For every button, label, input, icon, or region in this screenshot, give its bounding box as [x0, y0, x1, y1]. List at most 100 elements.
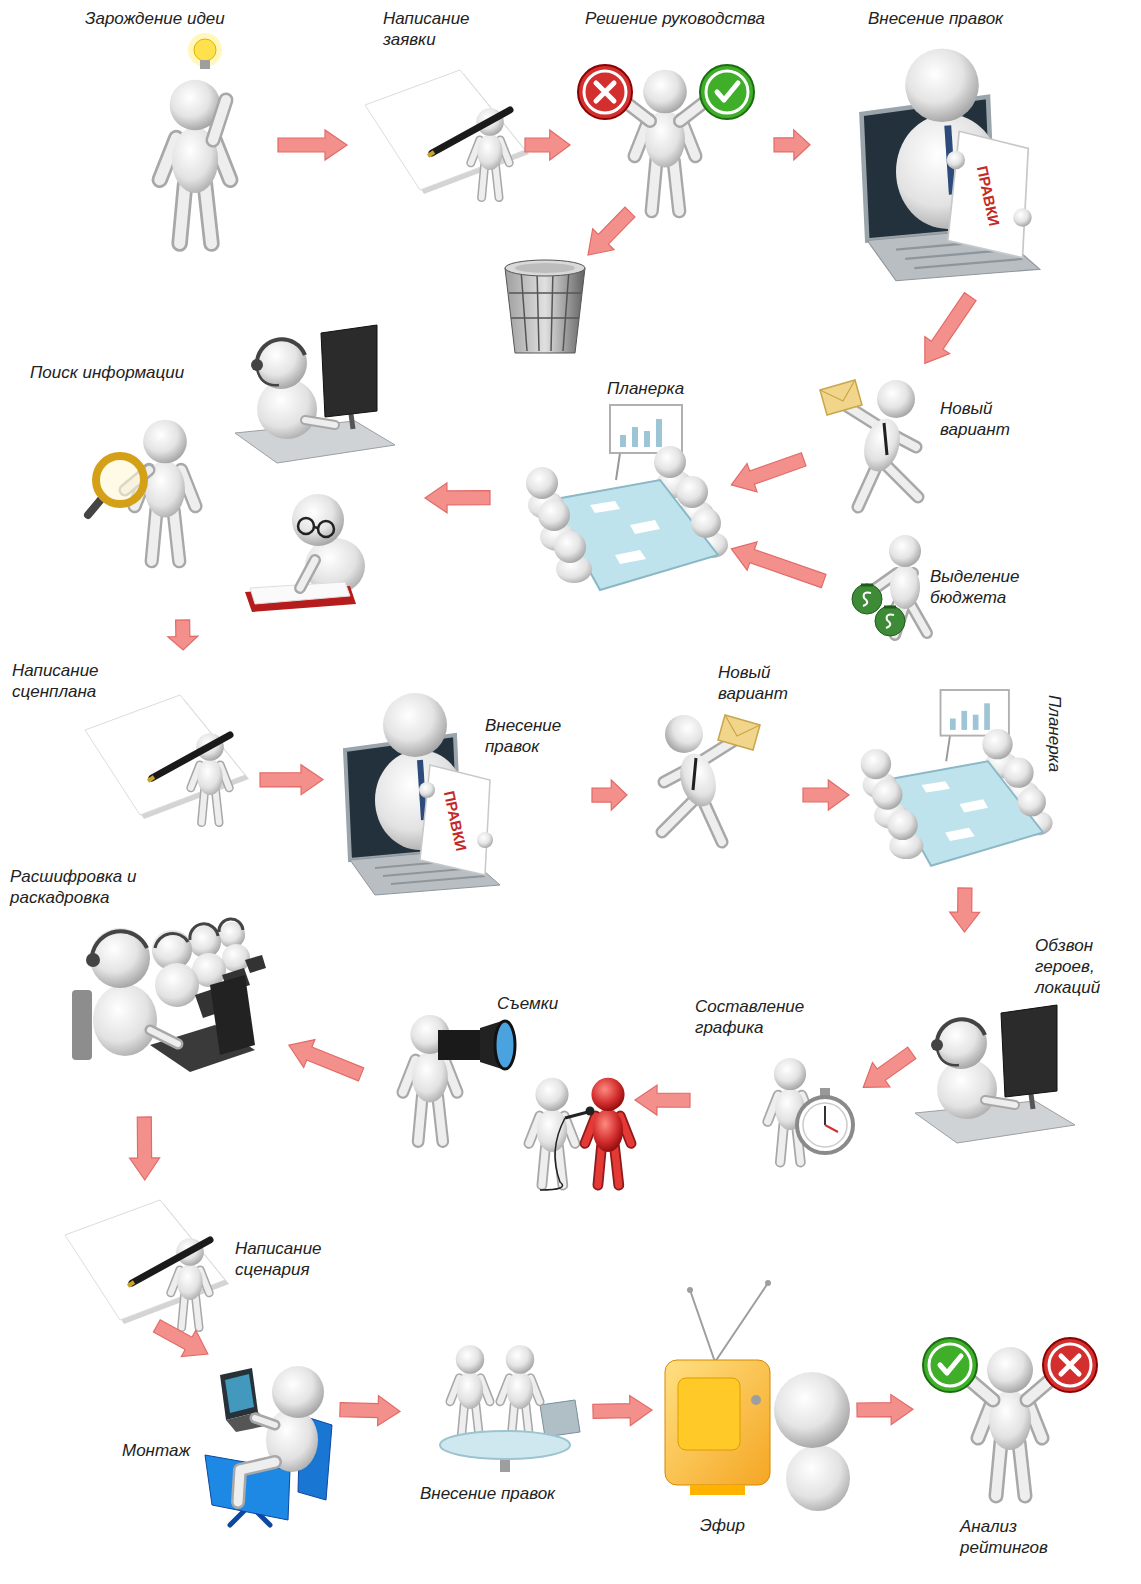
decision-figure — [635, 70, 696, 212]
camera-figure — [495, 1021, 515, 1069]
typists-figure — [155, 919, 243, 948]
decision-figure — [628, 104, 702, 121]
process-step: Написание заявки — [355, 5, 520, 255]
step-label: Планерка — [1044, 695, 1065, 772]
typists-figure — [86, 953, 100, 967]
editor-figure — [238, 1462, 275, 1502]
flow-arrow — [278, 130, 347, 160]
typists-figure — [93, 984, 157, 1056]
step-label: Съемки — [497, 993, 558, 1014]
trash-bin — [505, 268, 585, 353]
editor-figure — [220, 1368, 258, 1420]
budget-figure — [852, 535, 927, 636]
process-step: Расшифровка и раскадровка — [8, 862, 275, 1102]
ratings-figure — [972, 1382, 1048, 1400]
tv-figure — [690, 1283, 768, 1362]
process-step: Новый вариант — [815, 370, 1030, 510]
flow-arrow — [803, 780, 849, 810]
trash-bin — [505, 260, 585, 353]
step-label: Внесение правок — [868, 8, 1003, 29]
flow-arrow — [168, 620, 198, 650]
interview-figure — [586, 1107, 595, 1116]
flow-arrow — [950, 888, 980, 932]
reader-figure — [300, 560, 315, 588]
budget-figure — [852, 584, 882, 614]
typists-figure — [150, 1030, 178, 1044]
typists-figure — [155, 963, 199, 1007]
step-label: Анализ рейтингов — [960, 1516, 1050, 1558]
illustration — [861, 690, 1053, 866]
budget-figure — [863, 593, 871, 606]
flow-arrow — [863, 1047, 916, 1087]
illustration — [235, 325, 395, 463]
typists-figure — [150, 1030, 178, 1044]
step-label: Новый вариант — [718, 662, 793, 704]
idea-figure — [160, 33, 230, 244]
step-label: Решение руководства — [585, 8, 765, 29]
reader-figure — [318, 521, 334, 537]
step-label: Написание сценплана — [12, 660, 112, 702]
review-figure — [440, 1345, 580, 1472]
review-figure — [440, 1431, 570, 1459]
illustration — [820, 380, 918, 507]
stopwatch-figure — [797, 1097, 853, 1153]
editor-figure — [238, 1462, 275, 1502]
typists-figure — [210, 975, 255, 1055]
flow-arrow — [774, 130, 810, 160]
ratings-figure — [923, 1338, 977, 1392]
typists-figure — [72, 990, 92, 1060]
ratings-figure — [972, 1382, 1048, 1400]
tv-figure — [687, 1287, 693, 1293]
decision-figure — [628, 104, 702, 121]
flow-arrow — [731, 542, 826, 588]
flow-arrow — [635, 1085, 690, 1115]
review-figure — [450, 1345, 490, 1437]
ratings-figure — [978, 1347, 1042, 1496]
decision-figure — [578, 65, 754, 211]
process-step: Внесение правок — [815, 5, 1040, 290]
idea-figure — [194, 39, 216, 61]
step-label: Обзвон героев, локаций — [1035, 935, 1110, 998]
step-label: Планерка — [607, 378, 684, 399]
process-step: Новый вариант — [635, 655, 797, 855]
process-step: Внесение правок — [405, 1315, 590, 1508]
interview-figure — [565, 1112, 588, 1118]
step-label: Поиск информации — [30, 362, 184, 383]
illustration — [345, 693, 500, 895]
step-label: Написание сценария — [235, 1238, 335, 1280]
illustration — [526, 405, 728, 590]
process-step: Монтаж — [115, 1355, 335, 1525]
editor-figure — [272, 1366, 324, 1418]
process-step: Зарождение идеи — [80, 5, 270, 255]
discard-arrow — [588, 207, 635, 255]
step-label: Выделение бюджета — [930, 566, 1030, 608]
typists-figure — [72, 919, 266, 1072]
process-step: Эфир — [655, 1275, 855, 1545]
step-label: Зарождение идеи — [85, 8, 225, 29]
process-step: Написание сценария — [55, 1195, 345, 1325]
idea-figure — [213, 100, 226, 140]
process-step: Съемки — [375, 990, 630, 1190]
flow-arrow — [153, 1320, 207, 1357]
step-label: Монтаж — [122, 1440, 190, 1461]
flow-arrow — [731, 453, 806, 492]
flow-arrow — [857, 1395, 913, 1425]
idea-figure — [213, 100, 226, 140]
research-figure — [96, 456, 144, 504]
interview-figure — [540, 1118, 565, 1190]
budget-figure — [889, 535, 921, 567]
illustration — [365, 70, 529, 198]
stopwatch-figure — [824, 1106, 826, 1125]
tv-figure — [665, 1360, 770, 1485]
tv-figure — [678, 1378, 740, 1450]
budget-figure — [884, 606, 896, 609]
typists-figure — [92, 931, 147, 956]
interview-figure — [529, 1078, 575, 1185]
trash-bin — [509, 270, 581, 351]
illustration — [862, 48, 1040, 280]
interview-figure — [585, 1078, 631, 1185]
flow-arrow — [425, 483, 490, 513]
trash-bin — [505, 260, 585, 276]
idea-figure — [200, 60, 210, 69]
